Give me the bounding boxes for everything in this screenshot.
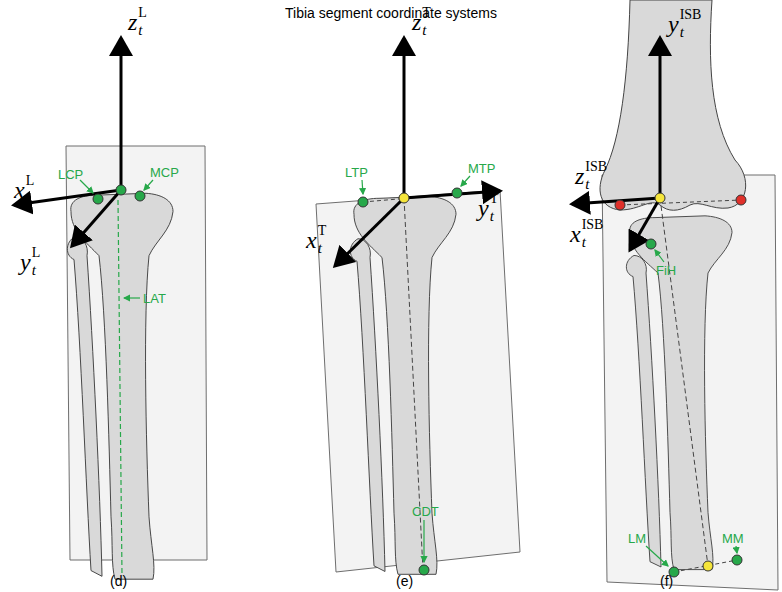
axis-subscript: t: [26, 191, 30, 206]
axis-superscript: T: [318, 224, 327, 238]
landmark-label: MTP: [468, 162, 495, 175]
axis-label: z: [575, 164, 584, 188]
axis-superscript: ISB: [680, 8, 702, 22]
figure-title: Tibia segment coordinate systems: [0, 6, 782, 20]
landmark-label: LTP: [345, 166, 368, 179]
axis-superscript: L: [32, 246, 41, 260]
landmark-label: CDT: [412, 505, 439, 518]
landmark-label: MM: [722, 532, 744, 545]
landmark-label: LCP: [58, 168, 83, 181]
axis-superscript: T: [490, 192, 499, 206]
axis-subscript: t: [490, 209, 494, 224]
axis-label: x: [306, 228, 317, 252]
axis-subscript: t: [585, 177, 589, 192]
axis-subscript: t: [32, 263, 36, 278]
axis-subscript: t: [422, 23, 426, 38]
axis-superscript: ISB: [585, 160, 607, 174]
axis-label: x: [570, 222, 581, 246]
axis-label: z: [128, 10, 137, 34]
axis-label: x: [14, 178, 25, 202]
axis-label: y: [20, 250, 31, 274]
landmark-label: MCP: [150, 166, 179, 179]
axis-superscript: L: [138, 6, 147, 20]
landmark-label: LAT: [143, 292, 166, 305]
axis-label: y: [668, 12, 679, 36]
landmark-label: LM: [628, 532, 646, 545]
axis-subscript: t: [138, 23, 142, 38]
axis-superscript: L: [26, 174, 35, 188]
axis-superscript: T: [422, 6, 431, 20]
axis-subscript: t: [582, 235, 586, 250]
axis-label: z: [412, 10, 421, 34]
panel-label: (d): [110, 574, 127, 588]
landmark-label: FiH: [656, 264, 676, 277]
panel-label: (f): [660, 574, 673, 588]
axis-superscript: ISB: [582, 218, 604, 232]
axis-label: y: [478, 196, 489, 220]
panel-label: (e): [396, 574, 413, 588]
axis-subscript: t: [680, 25, 684, 40]
axis-subscript: t: [318, 241, 322, 256]
